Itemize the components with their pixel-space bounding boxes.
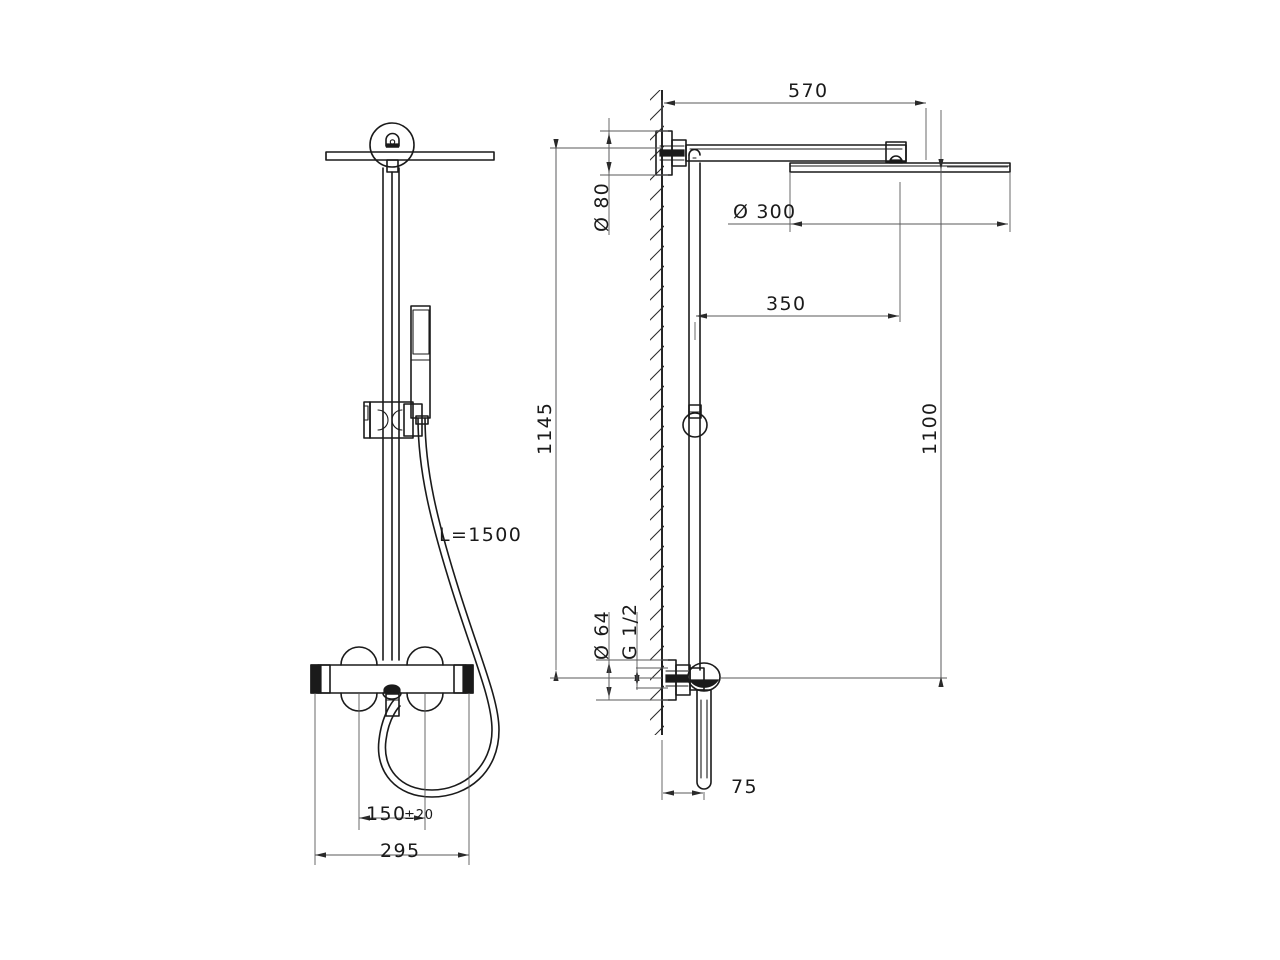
side-mixer-body xyxy=(661,659,721,701)
front-overhead-shower-head xyxy=(325,151,495,161)
dim-arm-projection-text: 570 xyxy=(788,80,828,102)
front-shower-hose xyxy=(377,417,500,798)
front-head-stub xyxy=(386,159,399,173)
side-holder-bracket xyxy=(682,404,708,438)
dim-head-diameter-text: Ø 300 xyxy=(733,201,796,223)
front-view-dimensions: L=1500 150 ±20 295 xyxy=(314,524,522,865)
dim-thread-size-text: G 1/2 xyxy=(619,603,641,660)
dim-hose-length-text: L=1500 xyxy=(439,524,522,546)
dim-overall-width-text: 295 xyxy=(380,840,420,862)
dim-mixer-flange-dia-text: Ø 64 xyxy=(591,610,613,660)
side-view-dimensions: 570 Ø 80 Ø 300 350 1145 xyxy=(534,80,1011,800)
dim-height-head-text: 1100 xyxy=(919,402,941,455)
side-riser-tube xyxy=(688,148,701,671)
side-overhead-shower-head xyxy=(789,162,1011,173)
front-view-group xyxy=(310,122,500,798)
hand-shower-spray-face xyxy=(414,312,427,351)
dim-wall-flange-dia-text: Ø 80 xyxy=(591,182,613,232)
front-hose-nut-wand xyxy=(415,415,429,425)
wall-section xyxy=(650,90,664,735)
wall-hatching xyxy=(650,90,664,735)
front-riser-rail xyxy=(382,167,400,661)
front-arm-ball-joint xyxy=(369,122,415,168)
dim-height-riser-text: 1145 xyxy=(534,402,556,455)
front-holder-bracket xyxy=(363,401,423,439)
side-view-group xyxy=(650,90,1011,790)
side-spout xyxy=(696,689,712,790)
dim-inlet-centers-tolerance: ±20 xyxy=(404,808,434,823)
side-shower-arm xyxy=(685,144,907,162)
dim-riser-head-center-text: 350 xyxy=(766,293,806,315)
front-hand-shower xyxy=(410,305,431,419)
dim-inlet-centers-text: 150 xyxy=(366,803,406,825)
dim-spout-projection-text: 75 xyxy=(731,776,758,798)
side-wall-flange-top xyxy=(655,130,687,176)
